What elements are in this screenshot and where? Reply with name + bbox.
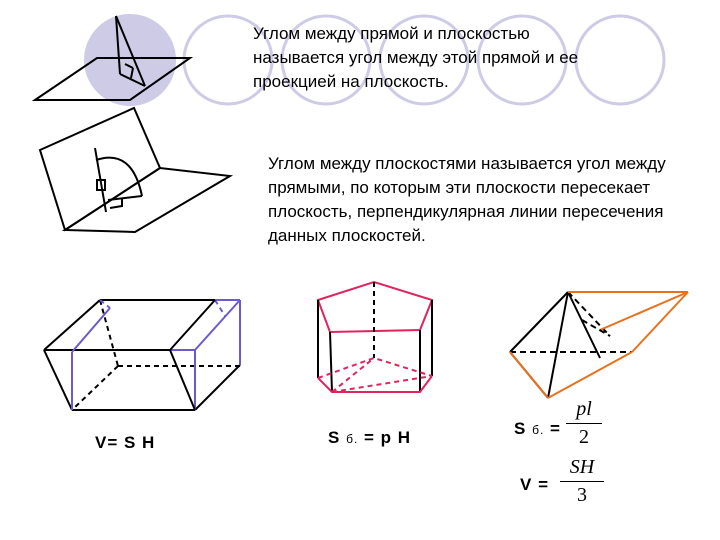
line-plane-figure: [31, 15, 194, 101]
fraction-bar: [566, 423, 602, 424]
fraction-pyramid-volume: SH 3: [560, 456, 604, 507]
pyramid-area-denominator: 2: [579, 426, 589, 448]
decor-circle-5: [574, 14, 666, 106]
pyramid-area-label: S: [514, 419, 527, 438]
pyramid-volume-numerator: SH: [569, 456, 595, 478]
formula-pyramid-area: S б. =: [514, 419, 561, 439]
formula-pyramid-volume: V =: [520, 475, 549, 495]
pyramid-volume-eq: =: [538, 475, 550, 494]
pyramid-area-eq: =: [550, 419, 561, 438]
plane-plane-figure: [38, 106, 234, 234]
decor-circle-4: [476, 14, 568, 106]
decor-circle-1: [182, 14, 274, 106]
pyramid-area-numerator: pl: [576, 398, 592, 420]
prism-figure: [43, 299, 241, 411]
decor-circle-3: [378, 14, 470, 106]
formula-prism-volume: V= S H: [95, 433, 156, 452]
pyramid-figure: [509, 291, 689, 399]
fraction-pyramid-area: pl 2: [566, 398, 602, 449]
pentagonal-prism-figure: [316, 280, 434, 393]
lateral-area-rhs: = p H: [364, 428, 412, 447]
formula-lateral-area: S б. = p H: [328, 428, 411, 448]
definition-plane-plane: Углом между плоскостями называется угол …: [268, 154, 666, 245]
lateral-area-label: S: [328, 428, 341, 447]
definition-line-plane: Углом между прямой и плоскостью называет…: [253, 24, 579, 91]
pyramid-area-subscript: б.: [532, 423, 545, 437]
decor-circle-2: [280, 14, 372, 106]
fraction-bar: [560, 481, 604, 482]
lateral-area-subscript: б.: [346, 432, 359, 446]
pyramid-volume-denominator: 3: [577, 484, 587, 506]
pyramid-volume-label: V: [520, 475, 533, 494]
